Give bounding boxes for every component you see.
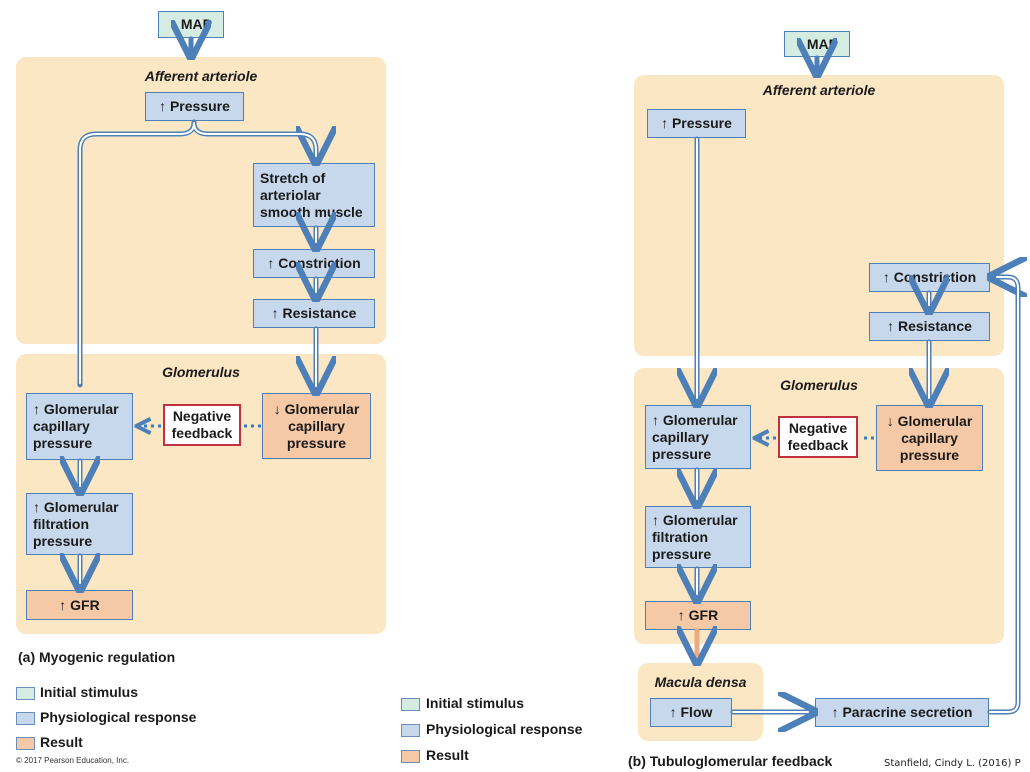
legend-swatch-physiological-b [401,724,420,737]
pressure-box-b: ↑ Pressure [647,109,746,138]
citation-text: Stanfield, Cindy L. (2016) P [884,758,1021,769]
glomerulus-title-a: Glomerulus [162,364,240,380]
legend-swatch-physiological-a [16,712,35,725]
macula-densa-title-b: Macula densa [654,674,747,690]
legend-label-result-a: Result [40,734,83,750]
legend-swatch-result-b [401,750,420,763]
negative-feedback-box-b: Negative feedback [778,416,858,458]
pressure-box-a: ↑ Pressure [145,92,244,121]
legend-label-physiological-b: Physiological response [426,721,583,737]
paracrine-secretion-box-b: ↑ Paracrine secretion [815,698,989,727]
glomerular-capillary-pressure-up-box-b: ↑ Glomerular capillary pressure [645,405,751,469]
caption-a: (a) Myogenic regulation [18,649,176,665]
glomerular-capillary-pressure-up-box-a: ↑ Glomerular capillary pressure [26,393,133,460]
caption-b: (b) Tubuloglomerular feedback [628,753,833,769]
legend-label-initial-a: Initial stimulus [40,684,139,700]
legend-swatch-initial-b [401,698,420,711]
glomerular-filtration-pressure-box-a: ↑ Glomerular filtration pressure [26,493,133,555]
legend-swatch-initial-a [16,687,35,700]
afferent-arteriole-title-b: Afferent arteriole [762,82,876,98]
glomerular-capillary-pressure-down-box-a: ↓ Glomerular capillary pressure [262,393,371,459]
copyright-text: © 2017 Pearson Education, Inc. [16,756,130,765]
legend-label-result-b: Result [426,747,469,763]
flow-box-b: ↑ Flow [650,698,732,727]
negative-feedback-box-a: Negative feedback [163,404,241,446]
glomerular-filtration-pressure-box-b: ↑ Glomerular filtration pressure [645,506,751,568]
arrow-paracrine-to-constriction-b [990,277,1018,715]
afferent-arteriole-title-a: Afferent arteriole [144,68,258,84]
gfr-box-a: ↑ GFR [26,590,133,620]
legend-label-physiological-a: Physiological response [40,709,197,725]
legend-swatch-result-a [16,737,35,750]
glomerular-capillary-pressure-down-box-b: ↓ Glomerular capillary pressure [876,405,983,471]
glomerulus-title-b: Glomerulus [780,377,858,393]
legend-label-initial-b: Initial stimulus [426,695,525,711]
arrow-pressure-split-a [77,119,316,388]
